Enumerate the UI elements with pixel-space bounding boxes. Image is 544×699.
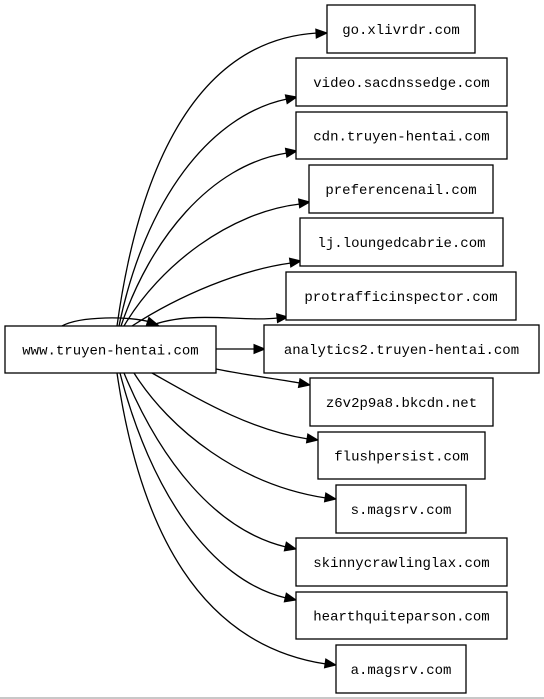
node-box bbox=[295, 591, 508, 640]
arrowhead-icon bbox=[284, 147, 299, 159]
edge-path bbox=[151, 372, 309, 440]
node-label: cdn.truyen-hentai.com bbox=[313, 130, 489, 146]
node-label: protrafficinspector.com bbox=[304, 290, 497, 306]
node-box bbox=[295, 57, 508, 107]
arrowhead-icon bbox=[297, 377, 312, 389]
target-node: protrafficinspector.com bbox=[285, 271, 517, 321]
node-label: z6v2p9a8.bkcdn.net bbox=[326, 396, 477, 412]
target-node: cdn.truyen-hentai.com bbox=[295, 111, 508, 160]
edge-path bbox=[215, 368, 301, 384]
node-label: s.magsrv.com bbox=[351, 503, 452, 519]
node-label: skinnycrawlinglax.com bbox=[313, 556, 489, 572]
node-box bbox=[335, 644, 467, 694]
node-label: hearthquiteparson.com bbox=[313, 610, 489, 626]
node-box bbox=[295, 537, 508, 587]
target-node: skinnycrawlinglax.com bbox=[295, 537, 508, 587]
edge-t6 bbox=[216, 343, 267, 355]
node-box bbox=[263, 324, 540, 374]
arrowhead-icon bbox=[283, 541, 298, 552]
edge-path bbox=[118, 98, 288, 327]
edge-t9 bbox=[133, 372, 338, 503]
arrowhead-icon bbox=[305, 433, 320, 444]
edge-t2 bbox=[120, 147, 299, 327]
target-node: s.magsrv.com bbox=[335, 484, 467, 534]
edge-path bbox=[133, 372, 327, 499]
edge-path bbox=[123, 203, 301, 327]
edge-t12 bbox=[116, 372, 338, 669]
target-node: lj.loungedcabrie.com bbox=[299, 217, 504, 267]
node-box bbox=[299, 217, 504, 267]
node-label: video.sacdnssedge.com bbox=[313, 76, 489, 92]
edge-path bbox=[119, 372, 287, 599]
bottom-divider bbox=[0, 697, 544, 699]
node-box bbox=[309, 377, 494, 427]
edge-t11 bbox=[119, 372, 298, 603]
target-node: z6v2p9a8.bkcdn.net bbox=[309, 377, 494, 427]
node-box bbox=[285, 271, 517, 321]
target-node: a.magsrv.com bbox=[335, 644, 467, 694]
edge-t0 bbox=[116, 28, 329, 327]
edge-t5 bbox=[149, 312, 290, 327]
node-label: go.xlivrdr.com bbox=[342, 23, 460, 39]
edge-path bbox=[131, 262, 292, 327]
edge-t3 bbox=[123, 198, 312, 327]
edge-path bbox=[116, 372, 327, 665]
edge-path bbox=[149, 316, 279, 327]
edge-path bbox=[123, 372, 287, 548]
node-box bbox=[4, 325, 217, 374]
node-box bbox=[295, 111, 508, 160]
edge-t1 bbox=[118, 94, 299, 327]
node-box bbox=[326, 4, 476, 54]
node-label: analytics2.truyen-hentai.com bbox=[284, 343, 519, 359]
target-node: analytics2.truyen-hentai.com bbox=[263, 324, 540, 374]
target-node: go.xlivrdr.com bbox=[326, 4, 476, 54]
target-node: preferencenail.com bbox=[308, 164, 494, 214]
arrowhead-icon bbox=[297, 198, 312, 209]
nodes-layer: www.truyen-hentai.com go.xlivrdr.com video… bbox=[4, 4, 540, 694]
arrowhead-icon bbox=[315, 28, 329, 39]
target-node: flushpersist.com bbox=[317, 431, 486, 480]
edge-path bbox=[120, 152, 288, 327]
edge-path bbox=[61, 317, 151, 327]
node-label: flushpersist.com bbox=[334, 450, 468, 466]
arrowhead-icon bbox=[253, 343, 267, 355]
target-node: hearthquiteparson.com bbox=[295, 591, 508, 640]
node-label: preferencenail.com bbox=[325, 183, 476, 199]
target-node: video.sacdnssedge.com bbox=[295, 57, 508, 107]
arrowhead-icon bbox=[288, 257, 303, 268]
node-box bbox=[308, 164, 494, 214]
edge-t10 bbox=[123, 372, 298, 552]
arrowhead-icon bbox=[276, 312, 290, 324]
node-box bbox=[335, 484, 467, 534]
edge-t8 bbox=[151, 372, 320, 444]
node-label: lj.loungedcabrie.com bbox=[317, 236, 485, 252]
edge-t4 bbox=[131, 257, 303, 327]
edge-path bbox=[116, 32, 318, 327]
node-label: a.magsrv.com bbox=[351, 663, 452, 679]
arrowhead-icon bbox=[283, 592, 298, 603]
edge-t7 bbox=[215, 368, 312, 389]
node-box bbox=[317, 431, 486, 480]
node-label: www.truyen-hentai.com bbox=[22, 344, 198, 360]
source-node: www.truyen-hentai.com bbox=[4, 325, 217, 374]
edges-layer bbox=[61, 28, 338, 669]
arrowhead-icon bbox=[323, 658, 338, 669]
arrowhead-icon bbox=[323, 492, 338, 503]
arrowhead-icon bbox=[284, 94, 299, 105]
